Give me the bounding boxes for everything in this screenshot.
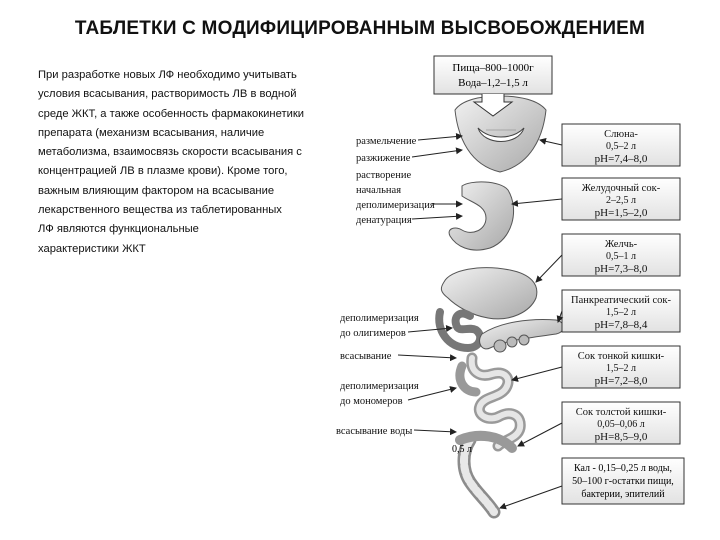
paragraph-line: характеристики ЖКТ (38, 242, 146, 255)
process-label: разжижение (356, 153, 411, 164)
secretion-volume: 2–2,5 л (606, 195, 636, 206)
liver-illustration (440, 267, 538, 320)
feces-line: бактерии, эпителий (581, 489, 665, 500)
secretion-name: Желудочный сок- (582, 183, 661, 194)
paragraph-line: концентрацией ЛВ в плазме крови). Кроме … (38, 165, 288, 178)
secretion-ph: pH=7,2–8,0 (595, 375, 648, 387)
secretion-volume: 1,5–2 л (606, 307, 636, 318)
paragraph-line: лекарственного вещества из таблетированн… (38, 204, 282, 217)
colon-volume-label: 0,5 л (452, 444, 472, 455)
secretion-volume: 0,5–1 л (606, 251, 636, 262)
feces-line: Кал - 0,15–0,25 л воды, (574, 463, 672, 474)
slide-title: ТАБЛЕТКИ С МОДИФИЦИРОВАННЫМ ВЫСВОБОЖДЕНИ… (74, 18, 646, 39)
secretion-name: Панкреатический сок- (571, 295, 671, 306)
paragraph-line: препарата (механизм всасывания, наличие (38, 126, 265, 139)
large-intestine-illustration (455, 430, 517, 519)
stomach-illustration (448, 181, 515, 251)
process-label: деполимеризация (356, 200, 435, 211)
process-label: до мономеров (340, 396, 403, 407)
process-label: до олигимеров (340, 328, 406, 339)
secretion-volume: 1,5–2 л (606, 363, 636, 374)
paragraph-line: ЛФ являются функциональные (38, 223, 199, 236)
down-arrow-icon (472, 94, 514, 117)
pancreas-duodenum-illustration (435, 308, 564, 353)
paragraph-line: важным влияющим фактором на всасывание (38, 184, 275, 197)
process-label: деполимеризация (340, 381, 419, 392)
paragraph-line: условия всасывания, растворимость ЛВ в в… (38, 88, 297, 101)
process-label: всасывание (340, 351, 392, 362)
secretion-boxes: Слюна- 0,5–2 л pH=7,4–8,0 Желудочный сок… (511, 123, 681, 447)
secretion-name: Желчь- (605, 239, 638, 250)
secretion-volume: 0,05–0,06 л (597, 419, 645, 430)
process-label: деполимеризация (340, 313, 419, 324)
feces-line: 50–100 г-остатки пищи, (572, 476, 674, 487)
secretion-name: Слюна- (604, 129, 638, 140)
process-label: всасывание воды (336, 426, 412, 437)
process-label: размельчение (356, 136, 417, 147)
process-label: начальная (356, 185, 401, 196)
secretion-ph: pH=7,3–8,0 (595, 263, 648, 275)
paragraph-line: метаболизма, взаимосвязь скорости всасыв… (38, 146, 302, 159)
secretion-ph: pH=1,5–2,0 (595, 207, 648, 219)
face-illustration (454, 95, 547, 173)
secretion-name: Сок тонкой кишки- (578, 351, 665, 362)
intake-water-label: Вода–1,2–1,5 л (458, 77, 528, 89)
process-label: денатурация (356, 215, 412, 226)
description-paragraph: При разработке новых ЛФ необходимо учиты… (38, 66, 338, 259)
process-labels: размельчение разжижение растворение нача… (336, 133, 463, 437)
feces-box: Кал - 0,15–0,25 л воды, 50–100 г-остатки… (499, 457, 685, 510)
intake-food-label: Пища–800–1000г (452, 62, 534, 74)
secretion-ph: pH=8,5–9,0 (595, 431, 648, 443)
secretion-ph: pH=7,8–8,4 (595, 319, 648, 331)
paragraph-line: При разработке новых ЛФ необходимо учиты… (38, 69, 297, 81)
secretion-ph: pH=7,4–8,0 (595, 153, 648, 165)
secretion-volume: 0,5–2 л (606, 141, 636, 152)
paragraph-line: среде ЖКТ, а также особенность фармакоки… (38, 107, 304, 120)
secretion-name: Сок толстой кишки- (576, 407, 667, 418)
process-label: растворение (356, 170, 411, 181)
small-intestine-illustration (455, 352, 526, 452)
intake-box: Пища–800–1000г Вода–1,2–1,5 л (433, 55, 553, 117)
